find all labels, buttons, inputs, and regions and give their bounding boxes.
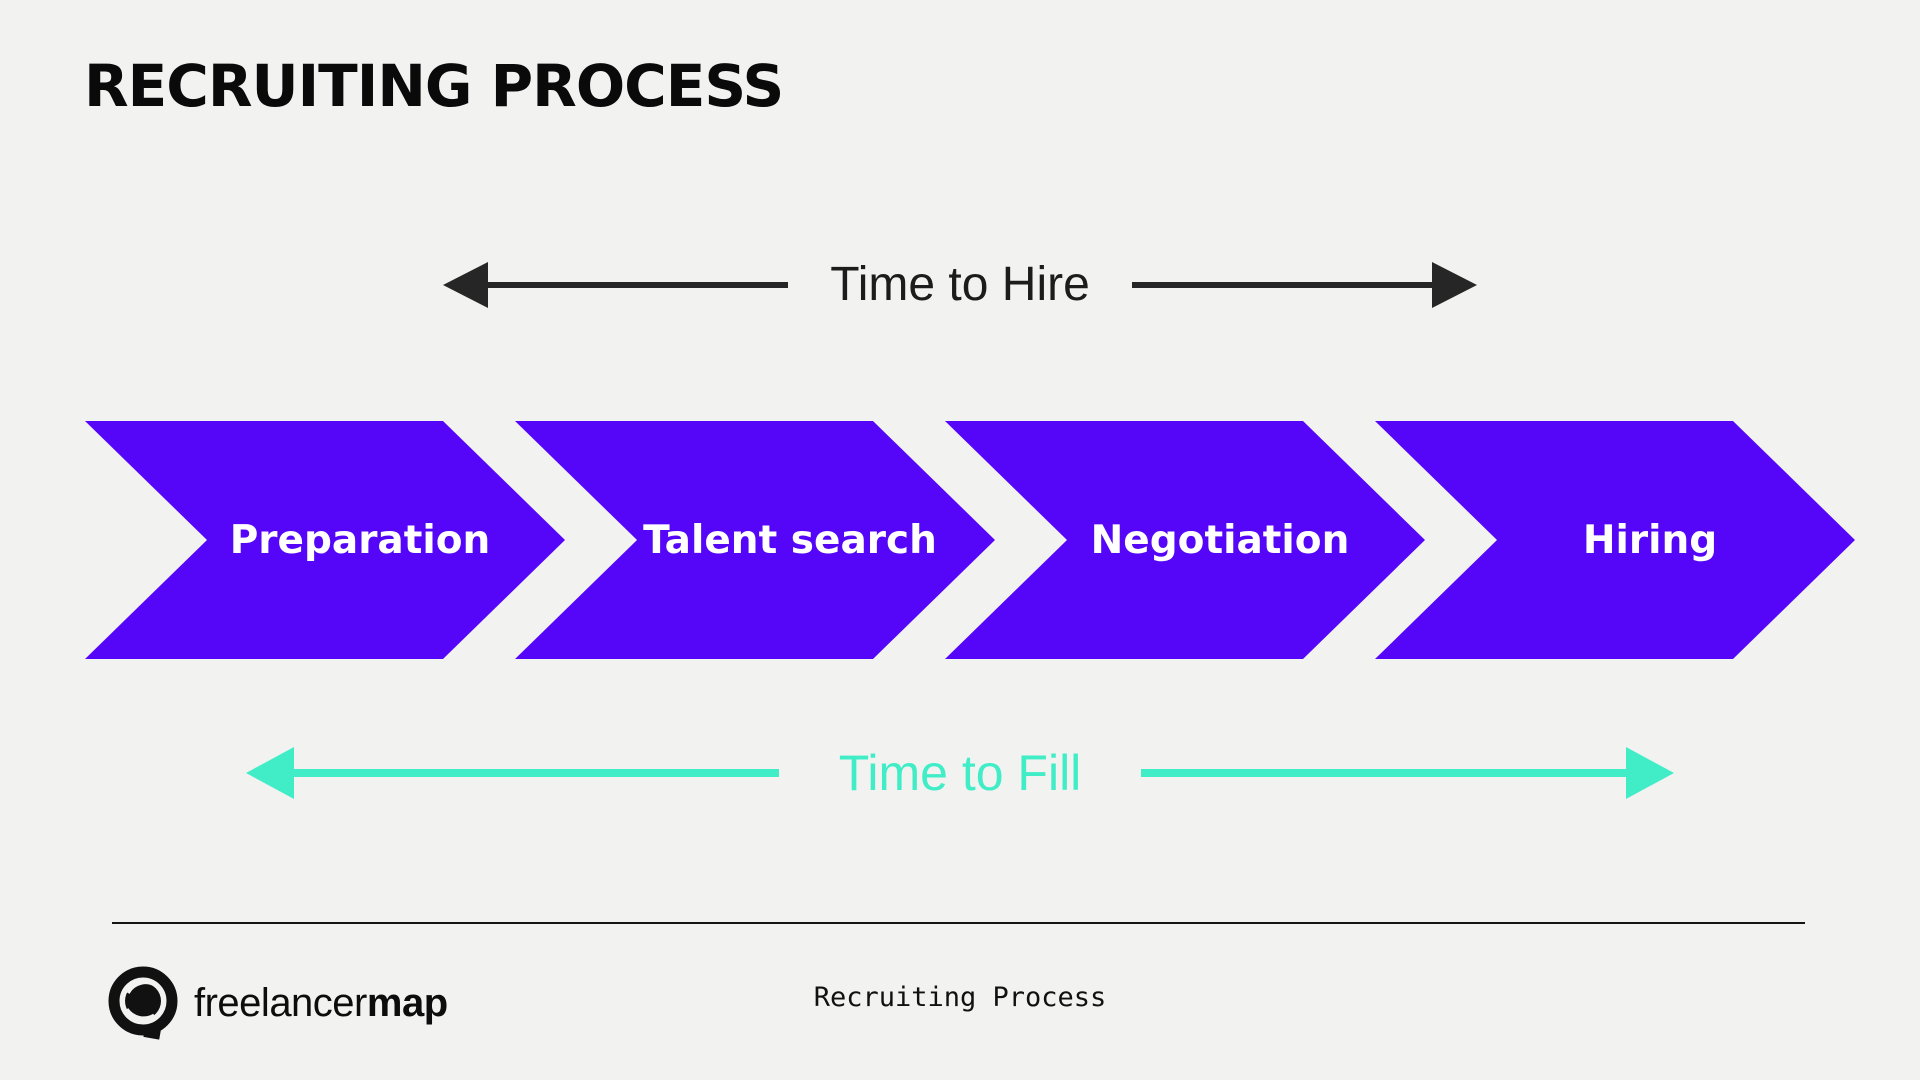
brand-name-bold: map xyxy=(366,980,448,1025)
step-label: Preparation xyxy=(229,517,491,563)
arrow-shaft xyxy=(1141,769,1627,777)
arrowhead-right-icon xyxy=(1431,262,1477,308)
arrowhead-left-icon xyxy=(245,747,294,799)
brand-name: freelancermap xyxy=(194,981,448,1026)
step-talent-search: Talent search xyxy=(515,421,995,659)
step-label: Hiring xyxy=(1582,517,1718,563)
brand-name-regular: freelancer xyxy=(194,980,367,1025)
time-to-hire-label: Time to Hire xyxy=(830,258,1090,311)
arrowhead-right-icon xyxy=(1626,747,1675,799)
step-label: Talent search xyxy=(643,517,937,563)
arrow-shaft xyxy=(293,769,779,777)
arrowhead-left-icon xyxy=(443,262,489,308)
time-to-fill-indicator: Time to Fill xyxy=(0,738,1920,808)
step-preparation: Preparation xyxy=(85,421,565,659)
step-negotiation: Negotiation xyxy=(945,421,1425,659)
time-to-hire-indicator: Time to Hire xyxy=(0,250,1920,320)
time-to-fill-right-arrow-icon xyxy=(1141,747,1675,799)
time-to-fill-label: Time to Fill xyxy=(838,745,1082,801)
process-steps: Preparation Talent search Negotiation Hi… xyxy=(85,421,1855,659)
page-title: RECRUITING PROCESS xyxy=(84,52,784,120)
time-to-fill-left-arrow-icon xyxy=(245,747,779,799)
time-to-hire-right-arrow-icon xyxy=(1131,262,1477,308)
step-hiring: Hiring xyxy=(1375,421,1855,659)
footer-caption: Recruiting Process xyxy=(813,982,1107,1013)
arrow-shaft xyxy=(488,282,789,288)
brand-logo: freelancermap xyxy=(104,964,448,1042)
step-label: Negotiation xyxy=(1090,517,1350,563)
footer-divider xyxy=(112,922,1805,924)
arrow-shaft xyxy=(1131,282,1432,288)
freelancermap-logo-icon xyxy=(108,966,178,1040)
time-to-hire-left-arrow-icon xyxy=(443,262,789,308)
